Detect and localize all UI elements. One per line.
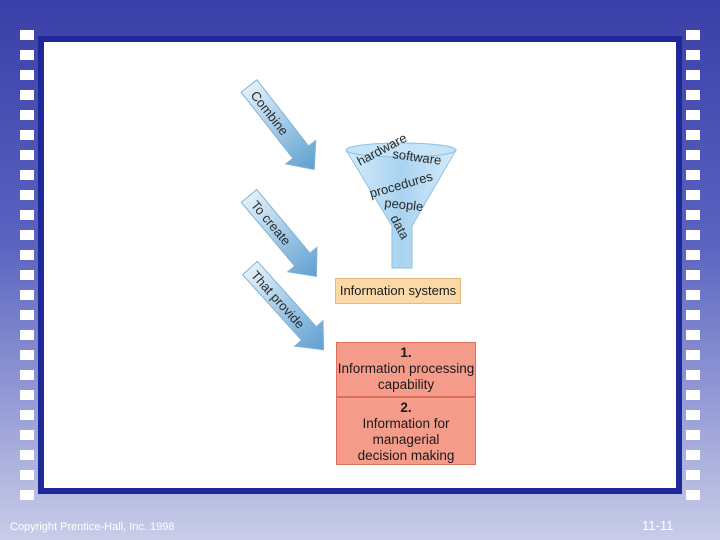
right-film-strip (686, 30, 700, 510)
output-line: Information for (362, 416, 450, 431)
output-line: managerial (372, 432, 440, 447)
film-hole (686, 470, 700, 480)
film-hole (20, 290, 34, 300)
film-hole (20, 490, 34, 500)
film-hole (686, 250, 700, 260)
film-hole (20, 350, 34, 360)
film-hole (686, 450, 700, 460)
film-hole (20, 330, 34, 340)
film-hole (20, 70, 34, 80)
film-hole (686, 230, 700, 240)
film-hole (686, 370, 700, 380)
film-hole (686, 50, 700, 60)
funnel-item-people: people (384, 195, 424, 214)
film-hole (686, 330, 700, 340)
arrow-that-provide: That provide (241, 260, 325, 351)
slide-number: 11-11 (642, 518, 674, 533)
output-line: decision making (357, 448, 455, 463)
film-hole (686, 190, 700, 200)
film-hole (686, 390, 700, 400)
arrow-label: That provide (248, 268, 308, 332)
output-line: capability (377, 377, 435, 392)
funnel-item-software: software (392, 146, 443, 168)
film-hole (686, 130, 700, 140)
film-hole (20, 210, 34, 220)
film-hole (686, 410, 700, 420)
information-systems-box: Information systems (335, 278, 461, 304)
output-box-1: 1. Information processing capability (336, 342, 476, 397)
film-hole (20, 190, 34, 200)
film-hole (20, 370, 34, 380)
film-hole (686, 350, 700, 360)
film-hole (686, 30, 700, 40)
film-hole (20, 30, 34, 40)
film-hole (20, 470, 34, 480)
film-hole (20, 410, 34, 420)
output-number: 2. (400, 400, 412, 415)
film-hole (686, 430, 700, 440)
film-hole (20, 90, 34, 100)
film-hole (686, 290, 700, 300)
film-hole (686, 110, 700, 120)
output-box-2: 2. Information for managerial decision m… (336, 397, 476, 465)
left-film-strip (20, 30, 34, 510)
arrow-combine: Combine (240, 79, 317, 171)
film-hole (686, 150, 700, 160)
film-hole (20, 250, 34, 260)
film-hole (20, 310, 34, 320)
arrow-label: To create (248, 198, 294, 249)
film-hole (686, 170, 700, 180)
film-hole (20, 130, 34, 140)
film-hole (686, 210, 700, 220)
copyright-text: Copyright Prentice-Hall, Inc. 1998 (10, 521, 175, 533)
film-hole (686, 90, 700, 100)
funnel (345, 142, 457, 269)
output-number: 1. (400, 345, 412, 360)
film-hole (686, 310, 700, 320)
film-hole (20, 430, 34, 440)
film-hole (686, 270, 700, 280)
output-line: Information processing (337, 361, 475, 376)
film-hole (20, 390, 34, 400)
film-hole (20, 230, 34, 240)
film-hole (20, 110, 34, 120)
film-hole (686, 490, 700, 500)
information-systems-label: Information systems (339, 283, 457, 298)
film-hole (686, 70, 700, 80)
film-hole (20, 450, 34, 460)
film-hole (20, 170, 34, 180)
film-hole (20, 150, 34, 160)
film-hole (20, 50, 34, 60)
film-hole (20, 270, 34, 280)
